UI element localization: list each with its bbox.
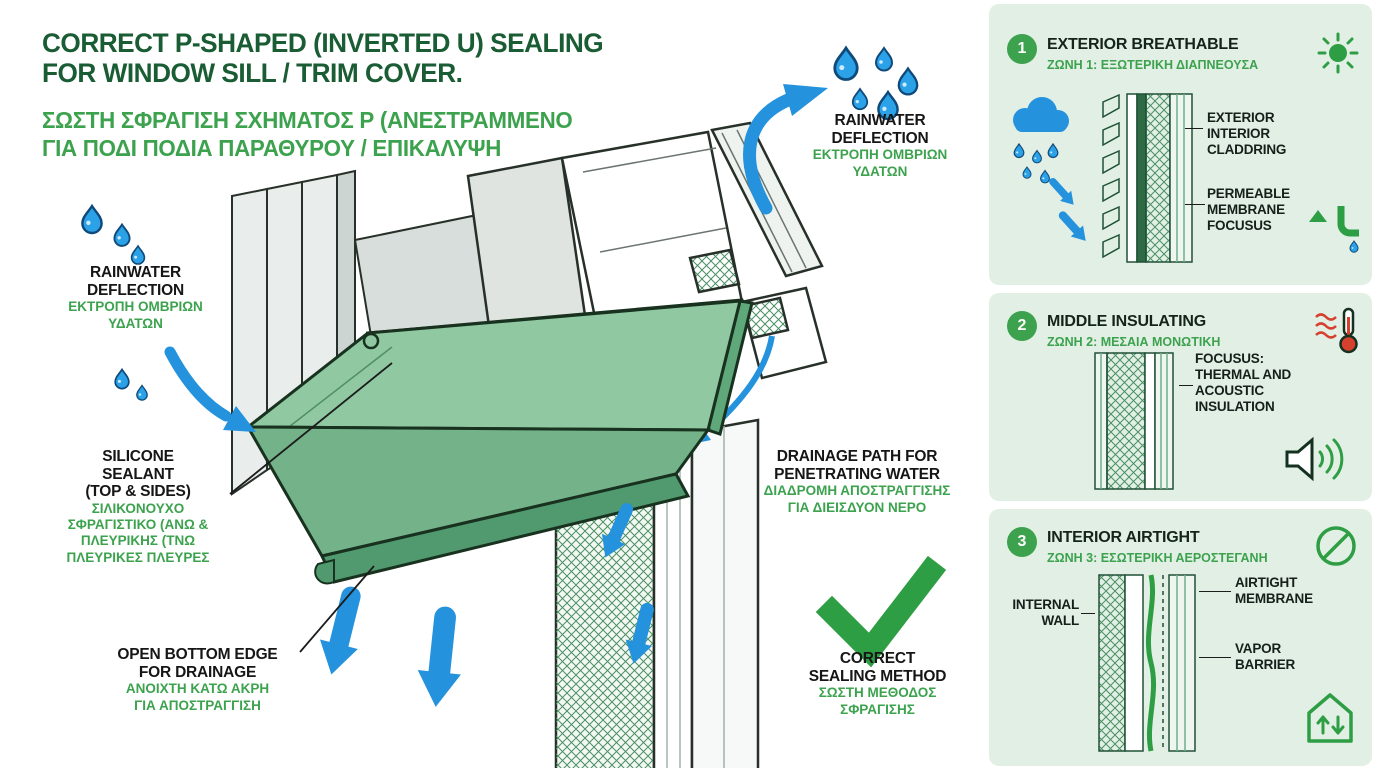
- zone-1-label-membrane: PERMEABLE MEMBRANE FOCUSUS: [1207, 186, 1290, 233]
- zone-2-label-insulation: FOCUSUS: THERMAL AND ACOUSTIC INSULATION: [1195, 351, 1292, 414]
- zone-2-subtitle: ΖΩΝΗ 2: ΜΕΣΑΙΑ ΜΟΝΩΤΙΚΗ: [1047, 335, 1221, 349]
- zone-3-label-internal-wall: INTERNAL WALL: [1012, 597, 1079, 628]
- zone-3-badge: 3: [1007, 527, 1037, 557]
- zones-sidebar: 1 EXTERIOR BREATHABLE ΖΩΝΗ 1: ΕΞΩΤΕΡΙΚΗ …: [985, 0, 1376, 768]
- no-air-leak-icon: [1316, 526, 1356, 566]
- label-rainwater-deflection-left: RAINWATER DEFLECTION ΕΚΤΡΟΠΗ ΟΜΒΡΙΩΝ ΥΔΑ…: [68, 264, 203, 331]
- zone-3-subtitle: ΖΩΝΗ 3: ΕΣΩΤΕΡΙΚΗ ΑΕΡΟΣΤΕΓΑΝΗ: [1047, 551, 1268, 565]
- zone-3-title: INTERIOR AIRTIGHT: [1047, 529, 1200, 546]
- zone-1-badge: 1: [1007, 34, 1037, 64]
- window-frame: [466, 121, 828, 380]
- checkmark-icon: [815, 555, 947, 668]
- zone-panel-1: 1 EXTERIOR BREATHABLE ΖΩΝΗ 1: ΕΞΩΤΕΡΙΚΗ …: [989, 4, 1372, 285]
- zone-panel-2: 2 MIDDLE INSULATING ΖΩΝΗ 2: ΜΕΣΑΙΑ ΜΟΝΩΤ…: [989, 293, 1372, 501]
- zone-3-wall-section: [1098, 574, 1196, 752]
- leader-line: [1185, 128, 1203, 129]
- leader-line: [1081, 613, 1095, 614]
- zone-2-wall-section: [1094, 352, 1174, 490]
- label-rainwater-deflection-right: RAINWATER DEFLECTION ΕΚΤΡΟΠΗ ΟΜΒΡΙΩΝ ΥΔΑ…: [812, 112, 948, 179]
- label-correct-sealing-method: CORRECT SEALING METHOD ΣΩΣΤΗ ΜΕΘΟΔΟΣ ΣΦΡ…: [808, 650, 947, 717]
- thermometer-icon: [1315, 307, 1358, 354]
- rainwater-arrow-top: [743, 84, 828, 215]
- leader-line: [1179, 385, 1193, 386]
- leader-line: [1199, 591, 1231, 592]
- zone-1-wall-section: [1102, 93, 1193, 263]
- leader-line: [1199, 657, 1231, 658]
- downspout-icon: [1309, 206, 1359, 253]
- speaker-icon: [1285, 436, 1344, 482]
- house-ventilation-icon: [1307, 693, 1353, 743]
- sill-trim-cover: [243, 298, 754, 585]
- label-silicone-sealant: SILICONE SEALANT (TOP & SIDES) ΣΙΛΙΚΟΝΟΥ…: [66, 448, 210, 565]
- zone-1-title: EXTERIOR BREATHABLE: [1047, 36, 1239, 53]
- rain-cloud-icon: [1013, 97, 1099, 260]
- label-open-bottom-edge: OPEN BOTTOM EDGE FOR DRAINAGE ΑΝΟΙΧΤΗ ΚΑ…: [117, 646, 278, 713]
- rainwater-arrow-left: [164, 346, 256, 432]
- zone-panel-3: 3 INTERIOR AIRTIGHT ΖΩΝΗ 3: ΕΣΩΤΕΡΙΚΗ ΑΕ…: [989, 509, 1372, 766]
- zone-1-subtitle: ΖΩΝΗ 1: ΕΞΩΤΕΡΙΚΗ ΔΙΑΠΝΕΟΥΣΑ: [1047, 58, 1259, 72]
- sun-icon: [1317, 32, 1359, 74]
- leader-lines: [229, 362, 393, 653]
- label-drainage-path: DRAINAGE PATH FOR PENETRATING WATER ΔΙΑΔ…: [763, 448, 951, 515]
- sill-illustration: [81, 46, 947, 768]
- zone-3-label-vapor-barrier: VAPOR BARRIER: [1235, 641, 1296, 672]
- leader-line: [1185, 204, 1205, 205]
- zone-2-title: MIDDLE INSULATING: [1047, 313, 1206, 330]
- zone-1-label-cladding: EXTERIOR INTERIOR CLADDRING: [1207, 110, 1287, 157]
- zone-3-label-airtight-membrane: AIRTIGHT MEMBRANE: [1235, 575, 1313, 606]
- zone-2-badge: 2: [1007, 311, 1037, 341]
- flow-arrow-icon: [414, 615, 467, 709]
